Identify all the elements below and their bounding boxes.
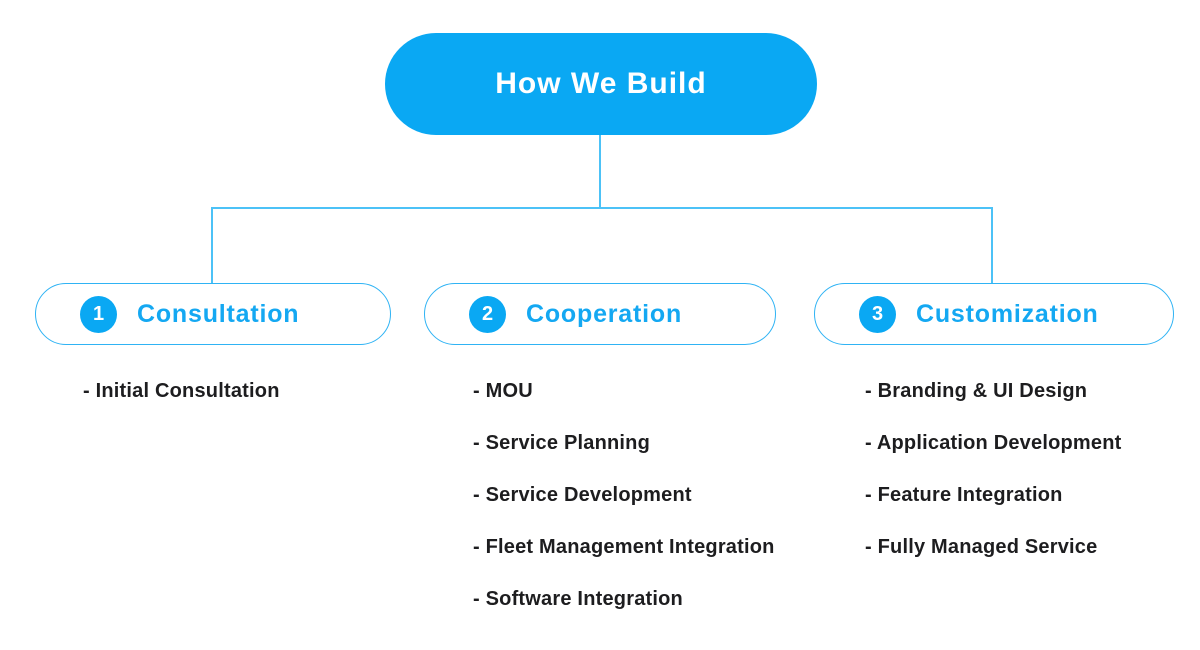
- list-item: - MOU: [473, 380, 533, 402]
- list-item: - Fully Managed Service: [865, 536, 1098, 558]
- root-node: How We Build: [385, 33, 817, 135]
- connector-left-vertical: [211, 207, 213, 284]
- branch-label-consultation: Consultation: [137, 299, 300, 328]
- list-item: - Application Development: [865, 432, 1122, 454]
- branch-list-cooperation: - MOU - Service Planning - Service Devel…: [473, 379, 775, 639]
- branch-label-customization: Customization: [916, 299, 1099, 328]
- branch-number-badge-2: 2: [469, 295, 506, 333]
- list-item: - Service Planning: [473, 432, 650, 454]
- branch-number-badge-1: 1: [80, 295, 117, 333]
- root-node-label: How We Build: [495, 67, 707, 100]
- branch-node-customization: 3 Customization: [814, 283, 1174, 345]
- list-item: - Feature Integration: [865, 484, 1063, 506]
- branch-number-badge-3: 3: [859, 295, 896, 333]
- list-item: - Fleet Management Integration: [473, 536, 775, 558]
- branch-node-consultation: 1 Consultation: [35, 283, 391, 345]
- branch-list-consultation: - Initial Consultation: [83, 379, 280, 431]
- connector-root-vertical: [599, 135, 601, 208]
- connector-horizontal-bar: [211, 207, 993, 209]
- list-item: - Branding & UI Design: [865, 380, 1088, 402]
- list-item: - Software Integration: [473, 588, 683, 610]
- branch-node-cooperation: 2 Cooperation: [424, 283, 776, 345]
- list-item: - Initial Consultation: [83, 380, 280, 402]
- connector-right-vertical: [991, 207, 993, 284]
- list-item: - Service Development: [473, 484, 692, 506]
- branch-list-customization: - Branding & UI Design - Application Dev…: [865, 379, 1122, 587]
- branch-label-cooperation: Cooperation: [526, 299, 683, 328]
